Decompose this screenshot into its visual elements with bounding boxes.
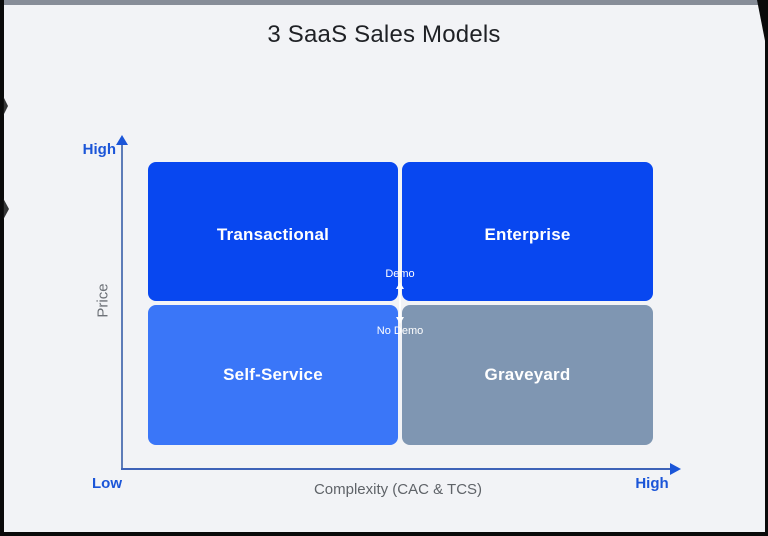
- frame-edge-top: [0, 0, 768, 5]
- quadrant-self-service: Self-Service: [148, 305, 398, 445]
- quadrant-label: Self-Service: [223, 365, 323, 384]
- edge-artifact: [3, 198, 9, 220]
- origin-low-label: Low: [92, 475, 122, 492]
- y-axis-title: Price: [94, 283, 112, 318]
- quadrant-enterprise: Enterprise: [402, 162, 653, 301]
- corner-artifact: [757, 0, 768, 56]
- page-title: 3 SaaS Sales Models: [267, 21, 501, 48]
- quadrant-label: Enterprise: [484, 224, 571, 244]
- y-axis-line: [121, 144, 123, 470]
- y-axis-arrowhead-icon: [116, 135, 128, 145]
- quadrant-label: Graveyard: [484, 365, 571, 384]
- quadrant-label: Transactional: [216, 224, 330, 244]
- frame-edge-right: [765, 0, 768, 536]
- quadrant-graveyard: Graveyard: [402, 305, 653, 445]
- demo-annotation: Demo: [385, 268, 415, 280]
- quadrant-matrix: Transactional Enterprise Self-Service Gr…: [148, 162, 653, 445]
- y-axis-high-label: High: [82, 141, 116, 158]
- x-axis-line: [121, 468, 673, 470]
- x-axis-arrowhead-icon: [670, 463, 681, 475]
- divider-arrow-shaft: [399, 287, 401, 319]
- edge-artifact: [3, 96, 8, 116]
- frame-edge-bottom: [0, 532, 768, 536]
- frame-edge-left: [0, 0, 4, 536]
- arrow-down-icon: [396, 317, 404, 324]
- x-axis-high-label: High: [635, 475, 669, 492]
- arrow-up-icon: [396, 282, 404, 289]
- quadrant-transactional: Transactional: [148, 162, 398, 301]
- x-axis-title: Complexity (CAC & TCS): [313, 481, 483, 498]
- no-demo-annotation: No Demo: [376, 325, 424, 337]
